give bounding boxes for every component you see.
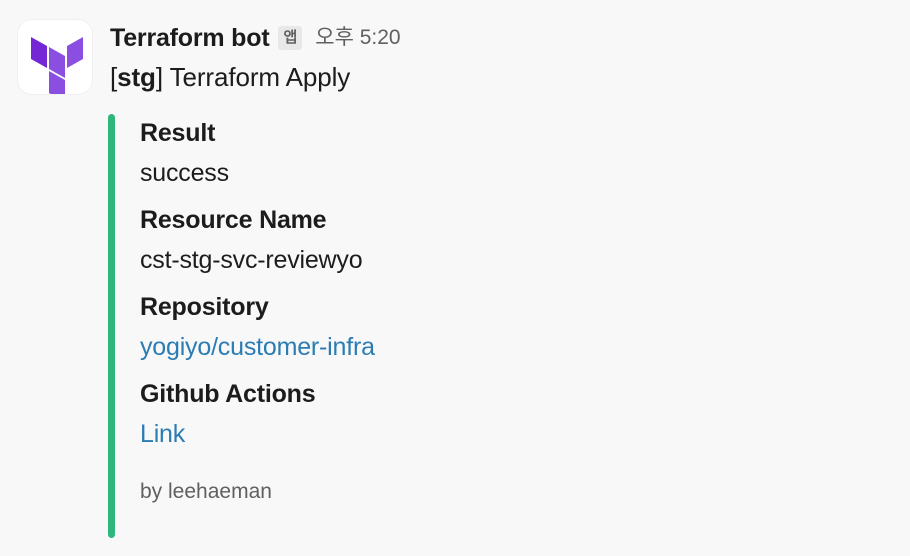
message-timestamp[interactable]: 오후 5:20	[315, 26, 401, 49]
attachment-footer: by leehaeman	[140, 480, 272, 503]
title-open-bracket: [	[110, 62, 118, 92]
title-text: Terraform Apply	[169, 62, 351, 92]
field-value-repository-link[interactable]: yogiyo/customer-infra	[140, 333, 375, 361]
sender-name[interactable]: Terraform bot	[110, 24, 270, 52]
message-header: Terraform bot 앱 오후 5:20	[110, 22, 401, 54]
field-value-github-actions-link[interactable]: Link	[140, 420, 186, 448]
field-value-result: success	[140, 159, 229, 187]
field-label-resource-name: Resource Name	[140, 206, 327, 234]
attachment-field: Github Actions Link	[140, 375, 888, 455]
title-environment: stg	[117, 62, 156, 92]
field-value-resource-name: cst-stg-svc-reviewyo	[140, 246, 363, 274]
field-label-github-actions: Github Actions	[140, 380, 316, 408]
app-badge: 앱	[278, 26, 303, 50]
field-label-result: Result	[140, 119, 216, 147]
attachment-field: Repository yogiyo/customer-infra	[140, 288, 888, 368]
attachment-field: Resource Name cst-stg-svc-reviewyo	[140, 201, 888, 281]
terraform-logo-icon	[18, 20, 92, 94]
attachment-body: Result success Resource Name cst-stg-svc…	[115, 114, 888, 538]
message-title: [stg] Terraform Apply	[110, 60, 350, 94]
field-label-repository: Repository	[140, 293, 269, 321]
message-attachment: Result success Resource Name cst-stg-svc…	[108, 114, 888, 538]
attachment-accent-bar	[108, 114, 115, 538]
attachment-field: Result success	[140, 114, 888, 194]
title-close-bracket: ]	[155, 62, 170, 92]
avatar[interactable]	[18, 20, 92, 94]
